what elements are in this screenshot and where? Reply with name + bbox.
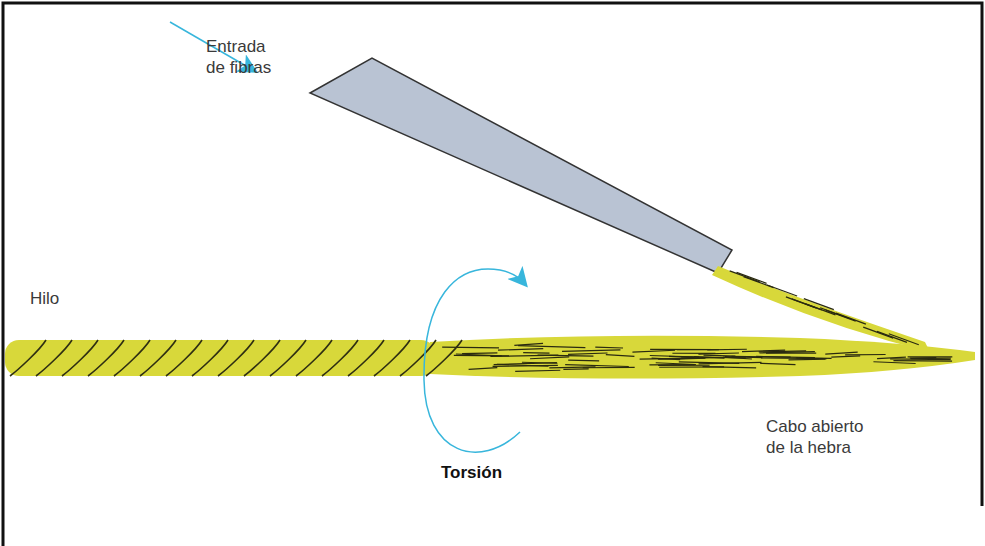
fiber-stroke	[698, 353, 739, 354]
fiber-stroke	[498, 349, 543, 351]
fiber-stroke	[493, 365, 558, 367]
label: Cabo abierto de la hebra	[766, 416, 872, 458]
twist-stroke	[88, 340, 124, 376]
fiber-stroke	[523, 352, 549, 354]
fiber-stroke	[565, 365, 629, 367]
fiber-stroke	[656, 363, 696, 365]
fiber-stroke	[911, 357, 951, 359]
fiber-stroke	[845, 354, 885, 356]
fiber-stroke	[804, 299, 834, 310]
fiber-stroke	[863, 327, 893, 338]
fiber-stroke	[704, 355, 736, 356]
fiber-stroke	[658, 357, 724, 359]
twist-stroke	[426, 340, 462, 376]
fiber-stroke	[703, 367, 757, 368]
fiber-stroke	[873, 362, 915, 364]
yarn-twist	[10, 340, 462, 376]
label: Hilo	[30, 288, 90, 309]
torsion-arrow	[424, 269, 524, 452]
fiber-stroke	[756, 356, 815, 357]
fiber-stroke	[568, 353, 607, 354]
fiber-stroke	[563, 368, 588, 370]
fiber-stroke	[877, 331, 907, 342]
fiber-stroke	[730, 271, 760, 282]
fiber-stroke	[759, 352, 814, 353]
twist-stroke	[400, 340, 436, 376]
fiber-stroke	[497, 364, 548, 366]
fiber-stroke	[454, 355, 510, 357]
fiber-stroke	[786, 297, 816, 308]
fiber-stroke	[679, 362, 739, 364]
fiber-stroke	[893, 360, 952, 362]
fiber-stroke	[760, 363, 795, 364]
twist-stroke	[374, 340, 410, 376]
fiber-stroke	[836, 313, 866, 324]
fiber-stroke	[606, 355, 635, 357]
twist-stroke	[36, 340, 72, 376]
frame	[3, 3, 982, 546]
twist-stroke	[192, 340, 228, 376]
fiber-stroke	[530, 357, 569, 359]
fiber-stroke	[796, 357, 831, 359]
twist-stroke	[218, 340, 254, 376]
twist-stroke	[244, 340, 280, 376]
fiber-stroke	[658, 365, 709, 366]
twist-stroke	[166, 340, 202, 376]
twist-stroke	[10, 340, 46, 376]
fiber-stroke	[469, 368, 498, 370]
fiber-stroke	[632, 350, 675, 352]
fiber-stroke	[568, 360, 599, 362]
twist-stroke	[270, 340, 306, 376]
twist-stroke	[62, 340, 98, 376]
fiber-stroke	[583, 367, 635, 369]
fiber-stroke	[742, 350, 785, 352]
fiber-stroke	[518, 346, 585, 348]
fiber-stroke	[456, 354, 502, 356]
fiber-stroke	[737, 272, 767, 283]
fiber-stroke	[889, 334, 919, 345]
fiber-stroke	[514, 343, 543, 345]
yarn	[5, 340, 435, 376]
fiber-stroke	[767, 285, 797, 296]
fiber-stroke	[650, 349, 719, 350]
twist-stroke	[348, 340, 384, 376]
fiber-stroke	[831, 356, 860, 357]
twist-stroke	[322, 340, 358, 376]
open-end	[430, 336, 975, 379]
fiber-stroke	[442, 347, 499, 349]
twist-stroke	[296, 340, 332, 376]
fiber-stroke	[890, 358, 951, 360]
twist-stroke	[114, 340, 150, 376]
feed-tube	[310, 58, 732, 273]
label: Torsión	[441, 462, 531, 483]
fiber-stroke	[515, 370, 560, 371]
label: Entrada de fibras	[206, 36, 286, 78]
fiber-stroke	[595, 346, 623, 348]
fibers	[442, 271, 952, 371]
fiber-stroke	[825, 352, 857, 354]
fiber-stroke	[908, 356, 953, 357]
twist-stroke	[140, 340, 176, 376]
fiber-stroke	[562, 350, 620, 351]
